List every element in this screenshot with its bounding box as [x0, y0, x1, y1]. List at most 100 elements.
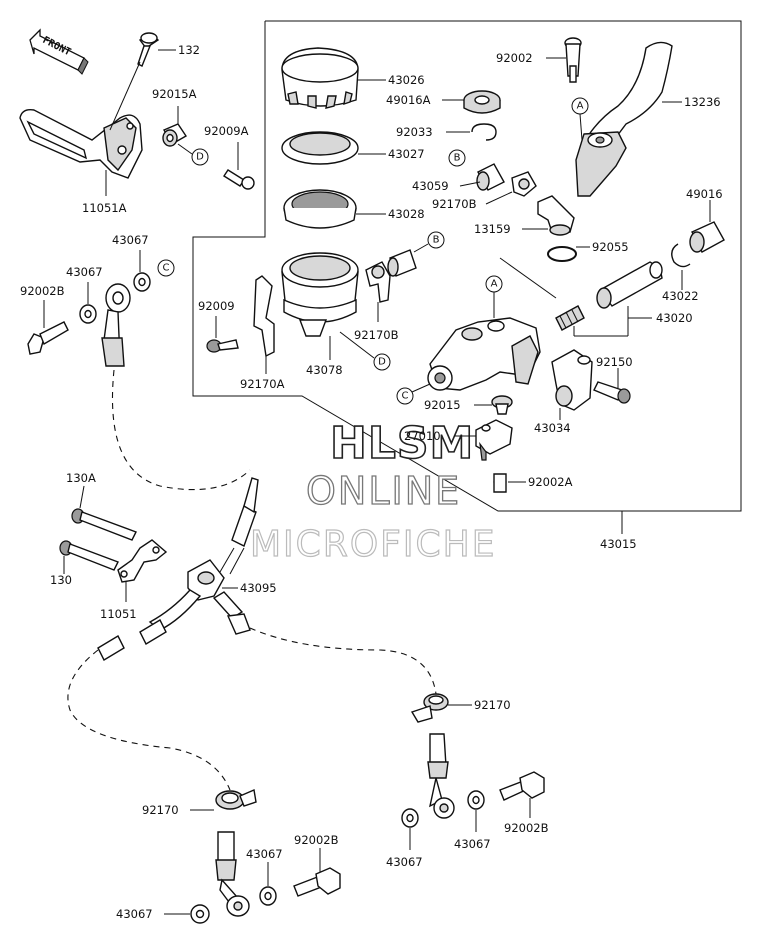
label-49016: 49016 — [686, 187, 723, 201]
label-11051: 11051 — [100, 607, 137, 621]
ref-a-icon-1: A — [571, 97, 589, 115]
label-43022: 43022 — [662, 289, 699, 303]
hose-upper-dashed — [111, 369, 251, 491]
label-92015: 92015 — [424, 398, 461, 412]
label-43026: 43026 — [388, 73, 425, 87]
hose-lower-left-segment — [148, 589, 202, 631]
bolt-92009a — [223, 169, 255, 190]
collar-92015a — [162, 123, 187, 147]
ref-b-icon-2: B — [448, 149, 466, 167]
label-43034: 43034 — [534, 421, 571, 435]
bolt-130 — [59, 540, 119, 571]
bolt-92150 — [593, 381, 631, 404]
label-92002: 92002 — [496, 51, 533, 65]
reservoir-body-43078 — [281, 252, 359, 337]
hose-sleeve-right — [226, 613, 251, 635]
banjo-bolt-92002b-left — [27, 321, 69, 355]
label-43020: 43020 — [656, 311, 693, 325]
banjo-92170-right — [410, 693, 449, 723]
svg-text:B: B — [454, 153, 461, 164]
banjo-92170-left — [215, 789, 257, 810]
washer-43067-left-b — [133, 272, 151, 292]
hose-left-dashed — [67, 649, 231, 791]
label-92009: 92009 — [198, 299, 235, 313]
label-92015a: 92015A — [152, 87, 197, 101]
label-92002b-bottom: 92002B — [294, 833, 339, 847]
svg-text:A: A — [577, 101, 584, 112]
washer-43067-left-d — [190, 904, 210, 924]
label-92170-a: 92170 — [474, 698, 511, 712]
banjo-bolt-92002b-bottom — [293, 867, 341, 897]
switch-27010 — [475, 419, 513, 461]
clamp-92170b-b — [511, 171, 537, 197]
clamp-43034 — [551, 349, 593, 411]
label-92150: 92150 — [596, 355, 633, 369]
nut-92015 — [491, 395, 513, 415]
label-92002a: 92002A — [528, 475, 573, 489]
master-cylinder-body — [427, 317, 541, 391]
assembly-box-43015 — [192, 20, 742, 512]
hose-right-dashed — [249, 627, 437, 695]
ref-c-icon-2: C — [396, 387, 414, 405]
front-arrow-icon: FRONT — [29, 28, 89, 75]
piston-kit-43020 — [555, 261, 663, 331]
label-92170-b: 92170 — [142, 803, 179, 817]
label-43067-b: 43067 — [112, 233, 149, 247]
svg-text:C: C — [402, 391, 409, 402]
label-92033: 92033 — [396, 125, 433, 139]
screw-92009 — [206, 339, 239, 353]
washer-43067-right-a — [401, 808, 419, 828]
label-130: 130 — [50, 573, 72, 587]
label-43059: 43059 — [412, 179, 449, 193]
lever-13236 — [575, 41, 673, 197]
screw-92002a — [493, 473, 507, 493]
circlip-92033 — [471, 123, 497, 141]
label-92002b-left: 92002B — [20, 284, 65, 298]
svg-text:B: B — [433, 235, 440, 246]
label-27010: 27010 — [404, 429, 441, 443]
label-43015: 43015 — [600, 537, 637, 551]
label-92055: 92055 — [592, 240, 629, 254]
svg-text:A: A — [491, 279, 498, 290]
reservoir-cap-43026 — [281, 47, 359, 109]
seal-49016a — [463, 90, 501, 114]
joint-43095 — [187, 559, 225, 601]
label-130a: 130A — [66, 471, 96, 485]
pivot-bolt-92002 — [564, 37, 582, 83]
fitting-13159 — [537, 195, 575, 236]
o-ring-92055 — [547, 246, 577, 262]
bracket-92170a — [253, 275, 275, 358]
banjo-fitting-left — [101, 283, 131, 367]
label-92009a: 92009A — [204, 124, 249, 138]
label-43067-e: 43067 — [246, 847, 283, 861]
ref-b-icon-1: B — [427, 231, 445, 249]
hose-43059 — [476, 163, 505, 191]
ref-d-icon-2: D — [373, 353, 391, 371]
svg-text:D: D — [378, 357, 386, 368]
label-13159: 13159 — [474, 222, 511, 236]
label-43067-a: 43067 — [66, 265, 103, 279]
hose-end-left — [215, 831, 250, 917]
label-11051a: 11051A — [82, 201, 127, 215]
bush-49016 — [689, 221, 725, 253]
banjo-bolt-92002b-right — [499, 771, 545, 801]
washer-43067-left-a — [79, 304, 97, 324]
svg-text:C: C — [163, 263, 170, 274]
label-43067-f: 43067 — [116, 907, 153, 921]
label-13236: 13236 — [684, 95, 721, 109]
label-92170a: 92170A — [240, 377, 285, 391]
clamp-92170b-a — [365, 261, 391, 303]
ref-a-icon-2: A — [485, 275, 503, 293]
washer-43067-right-b — [467, 790, 485, 810]
washer-43067-left-c — [259, 886, 277, 906]
hose-piece-right-of-reservoir — [387, 249, 417, 277]
label-92002b-right: 92002B — [504, 821, 549, 835]
label-49016a: 49016A — [386, 93, 431, 107]
diaphragm-plate-43027 — [281, 131, 359, 165]
screw-132 — [137, 32, 160, 67]
circlip-43022 — [671, 243, 691, 268]
label-43067-c: 43067 — [386, 855, 423, 869]
label-132: 132 — [178, 43, 200, 57]
hose-sleeve-left — [97, 619, 167, 661]
svg-text:ONLINE: ONLINE — [306, 469, 461, 513]
